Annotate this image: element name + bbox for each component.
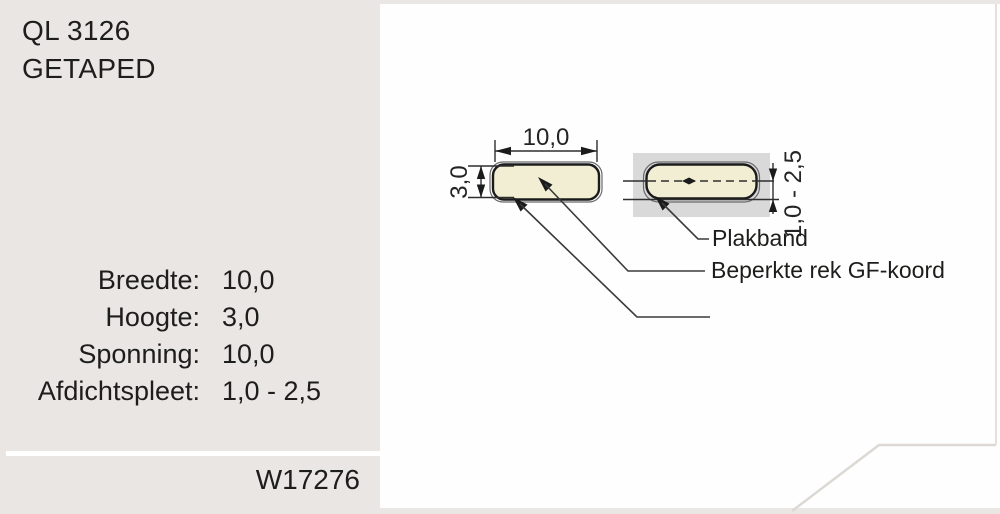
width-arrow-left (495, 146, 511, 156)
height-arrow-up (476, 166, 486, 179)
spec-row-afdichtspleet: Afdichtspleet: 1,0 - 2,5 (0, 373, 380, 410)
gap-arrow-top (768, 168, 778, 181)
specs-table: Breedte: 10,0 Hoogte: 3,0 Sponning: 10,0… (0, 262, 380, 410)
drawing-area (380, 4, 1000, 508)
height-dim-text: 3,0 (446, 165, 473, 198)
front-profile-tape-outline (489, 161, 603, 203)
corner-leader-line (519, 203, 710, 318)
front-view: 10,0 3,0 (446, 124, 710, 318)
product-code: QL 3126 (22, 15, 131, 46)
width-dim-text: 10,0 (523, 124, 570, 151)
cord-label: Beperkte rek GF-koord (711, 257, 945, 283)
gap-arrow-bottom (768, 199, 778, 212)
installed-view: 1,0 - 2,5 (623, 150, 807, 240)
spec-value: 10,0 (222, 265, 275, 295)
spec-label: Afdichtspleet: (37, 376, 200, 406)
part-number: W17276 (255, 464, 360, 495)
spec-value: 3,0 (222, 302, 260, 332)
spec-row-breedte: Breedte: 10,0 (0, 262, 380, 299)
info-panel: QL 3126 GETAPED Breedte: 10,0 Hoogte: 3,… (0, 0, 380, 514)
spec-value: 10,0 (222, 339, 275, 369)
spec-value: 1,0 - 2,5 (222, 376, 322, 406)
spec-label: Breedte: (97, 265, 200, 295)
spec-label: Hoogte: (105, 302, 200, 332)
divider (6, 451, 380, 456)
page-fold-line (791, 443, 996, 512)
product-variant: GETAPED (22, 53, 156, 84)
tape-label: Plakband (712, 225, 808, 251)
centerline-marker (682, 177, 696, 185)
width-arrow-right (581, 146, 597, 156)
installed-profile-tape-outline (642, 161, 761, 203)
title-block: QL 3126 GETAPED (22, 12, 156, 88)
spec-label: Sponning: (78, 339, 200, 369)
height-arrow-down (476, 184, 486, 198)
spec-row-sponning: Sponning: 10,0 (0, 336, 380, 373)
spec-row-hoogte: Hoogte: 3,0 (0, 299, 380, 336)
cord-leader-line (544, 183, 705, 272)
tape-leader-line (661, 202, 709, 240)
gap-dim-text: 1,0 - 2,5 (780, 150, 807, 238)
